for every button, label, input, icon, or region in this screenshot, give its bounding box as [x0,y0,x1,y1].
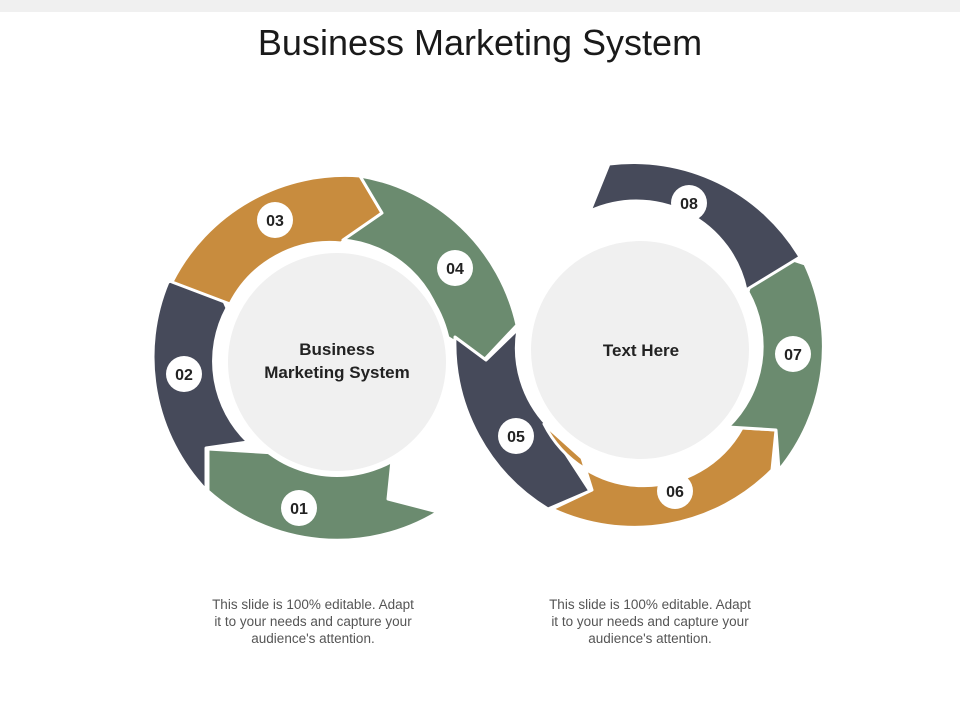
right-center-circle [525,235,755,465]
step-06-badge: 06 [657,473,693,509]
step-08-badge: 08 [671,185,707,221]
top-strip [0,0,960,12]
step-04-arrow [341,174,519,362]
step-01-badge: 01 [281,490,317,526]
step-04-label: 04 [446,261,464,278]
left-center-line2: Marketing System [264,363,410,382]
right-caption-line3: audience's attention. [588,631,712,646]
right-caption: This slide is 100% editable. Adapt it to… [530,596,770,647]
left-caption-line3: audience's attention. [251,631,375,646]
step-05-arrow [453,327,592,511]
step-07-arrow [726,247,825,472]
step-07-label: 07 [784,347,802,364]
left-caption-line1: This slide is 100% editable. Adapt [212,597,414,612]
right-caption-line2: it to your needs and capture your [551,614,749,629]
right-center-line1: Text Here [602,341,680,360]
step-05-label: 05 [507,429,525,446]
step-02-badge: 02 [166,356,202,392]
step-05-badge: 05 [498,418,534,454]
step-03-badge: 03 [257,202,293,238]
step-04-badge: 04 [437,250,473,286]
step-06-label: 06 [666,484,684,501]
step-07-badge: 07 [775,336,811,372]
step-01-label: 01 [290,501,308,518]
step-03-label: 03 [266,213,284,230]
left-center-line1: Business [299,340,375,359]
slide-title: Business Marketing System [257,22,703,63]
left-caption: This slide is 100% editable. Adapt it to… [193,596,433,647]
left-center-text: Business Marketing System [237,338,437,384]
step-01-arrow [206,447,440,542]
step-08-label: 08 [680,196,698,213]
step-02-label: 02 [175,367,193,384]
step-08-arrow [588,160,802,292]
right-caption-line1: This slide is 100% editable. Adapt [549,597,751,612]
step-03-arrow [170,173,384,306]
left-caption-line2: it to your needs and capture your [214,614,412,629]
right-center-text: Text Here [541,339,741,362]
left-center-circle [222,247,452,477]
